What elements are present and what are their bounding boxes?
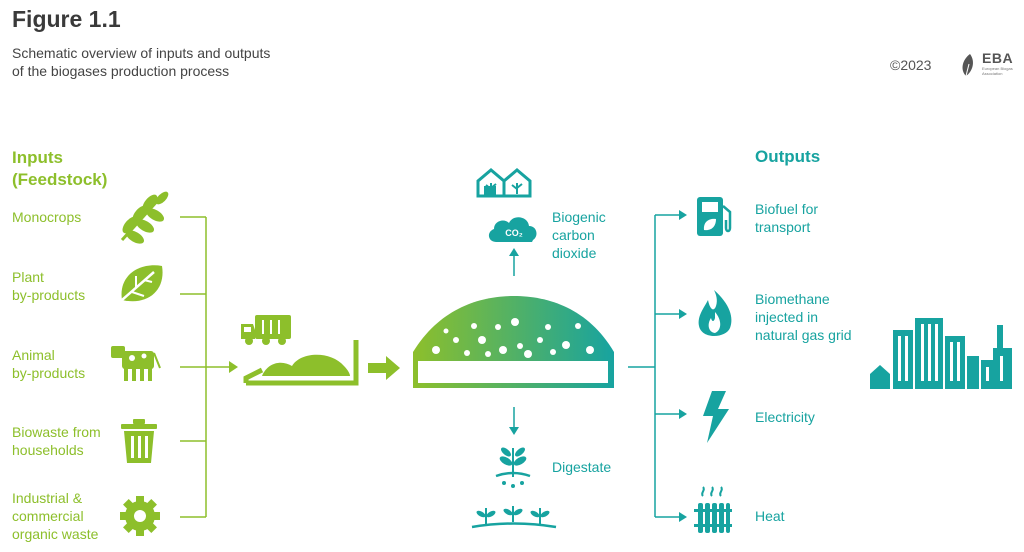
digestate-arrow-head	[509, 427, 519, 435]
input-label-line: by-products	[12, 287, 86, 303]
input-arrow-head	[229, 361, 238, 373]
input-connector-lines	[180, 216, 230, 518]
input-label-plant-by-products: Plant by-products	[12, 268, 85, 304]
input-label-animal-by-products: Animal by-products	[12, 346, 85, 382]
input-label-line: Biowaste from	[12, 424, 101, 440]
input-label-line: Animal	[12, 347, 55, 363]
cow-icon	[111, 346, 161, 381]
inputs-title-line-2: (Feedstock)	[12, 170, 108, 189]
co2-arrow-head	[509, 248, 519, 256]
digester-icon	[413, 296, 614, 388]
input-label-biowaste: Biowaste from households	[12, 423, 101, 459]
inputs-title: Inputs (Feedstock)	[12, 147, 107, 191]
output-label-line: Heat	[755, 508, 785, 524]
arrow-to-digester	[368, 356, 400, 380]
output-label-biomethane: Biomethane injected in natural gas grid	[755, 290, 852, 344]
city-skyline-icon	[870, 318, 1012, 389]
input-label-line: by-products	[12, 365, 86, 381]
input-label-monocrops: Monocrops	[12, 208, 81, 226]
output-label-line: transport	[755, 219, 811, 235]
feedstock-pile-icon	[243, 340, 359, 386]
fuel-pump-icon	[697, 197, 732, 236]
co2-label: CO₂	[505, 228, 523, 238]
outputs-title: Outputs	[755, 147, 821, 166]
figure-title: Figure 1.1	[12, 6, 121, 32]
flame-icon	[698, 290, 732, 336]
radiator-icon	[694, 486, 732, 533]
input-label-line: Plant	[12, 269, 44, 285]
output-label-heat: Heat	[755, 507, 785, 525]
inputs-title-line-1: Inputs	[12, 148, 63, 167]
crop-row-icon	[471, 506, 557, 529]
input-label-line: Monocrops	[12, 209, 82, 225]
input-label-industrial-waste: Industrial & commercial organic waste	[12, 489, 98, 543]
eba-logo-text: EBA	[982, 50, 1014, 66]
input-label-line: organic waste	[12, 526, 99, 542]
biogenic-line: carbon	[552, 227, 595, 243]
gear-icon	[120, 496, 160, 536]
wheat-icon	[120, 191, 169, 244]
output-label-line: Biomethane	[755, 291, 830, 307]
copyright: ©2023	[890, 57, 932, 73]
input-label-line: households	[12, 442, 84, 458]
output-label-electricity: Electricity	[755, 408, 815, 426]
subtitle-line-2: of the biogases production process	[12, 63, 230, 79]
greenhouse-icon	[476, 168, 532, 198]
truck-icon	[241, 315, 291, 345]
digestate-label: Digestate	[552, 459, 612, 475]
output-arrow-heads	[679, 210, 687, 522]
output-connector-lines	[628, 214, 680, 518]
input-label-line: Industrial &	[12, 490, 83, 506]
output-label-line: Biofuel for	[755, 201, 819, 217]
lightning-icon	[703, 391, 729, 443]
subtitle-line-1: Schematic overview of inputs and outputs	[12, 45, 271, 61]
figure-subtitle: Schematic overview of inputs and outputs…	[12, 44, 352, 80]
leaf-icon	[121, 265, 163, 302]
output-label-line: Electricity	[755, 409, 815, 425]
biogenic-line: Biogenic	[552, 209, 606, 225]
eba-logo-subtext: European Biogas Association	[982, 66, 1013, 76]
sprout-icon	[495, 447, 531, 488]
co2-cloud-icon	[488, 217, 537, 242]
output-label-line: natural gas grid	[755, 327, 852, 343]
input-label-line: commercial	[12, 508, 84, 524]
output-label-biofuel: Biofuel for transport	[755, 200, 818, 236]
biogenic-co2-label: Biogenic carbon dioxide	[552, 208, 606, 262]
biogenic-line: dioxide	[552, 245, 597, 261]
trash-bin-icon	[121, 419, 157, 463]
output-label-line: injected in	[755, 309, 819, 325]
eba-leaf-icon	[962, 54, 973, 77]
